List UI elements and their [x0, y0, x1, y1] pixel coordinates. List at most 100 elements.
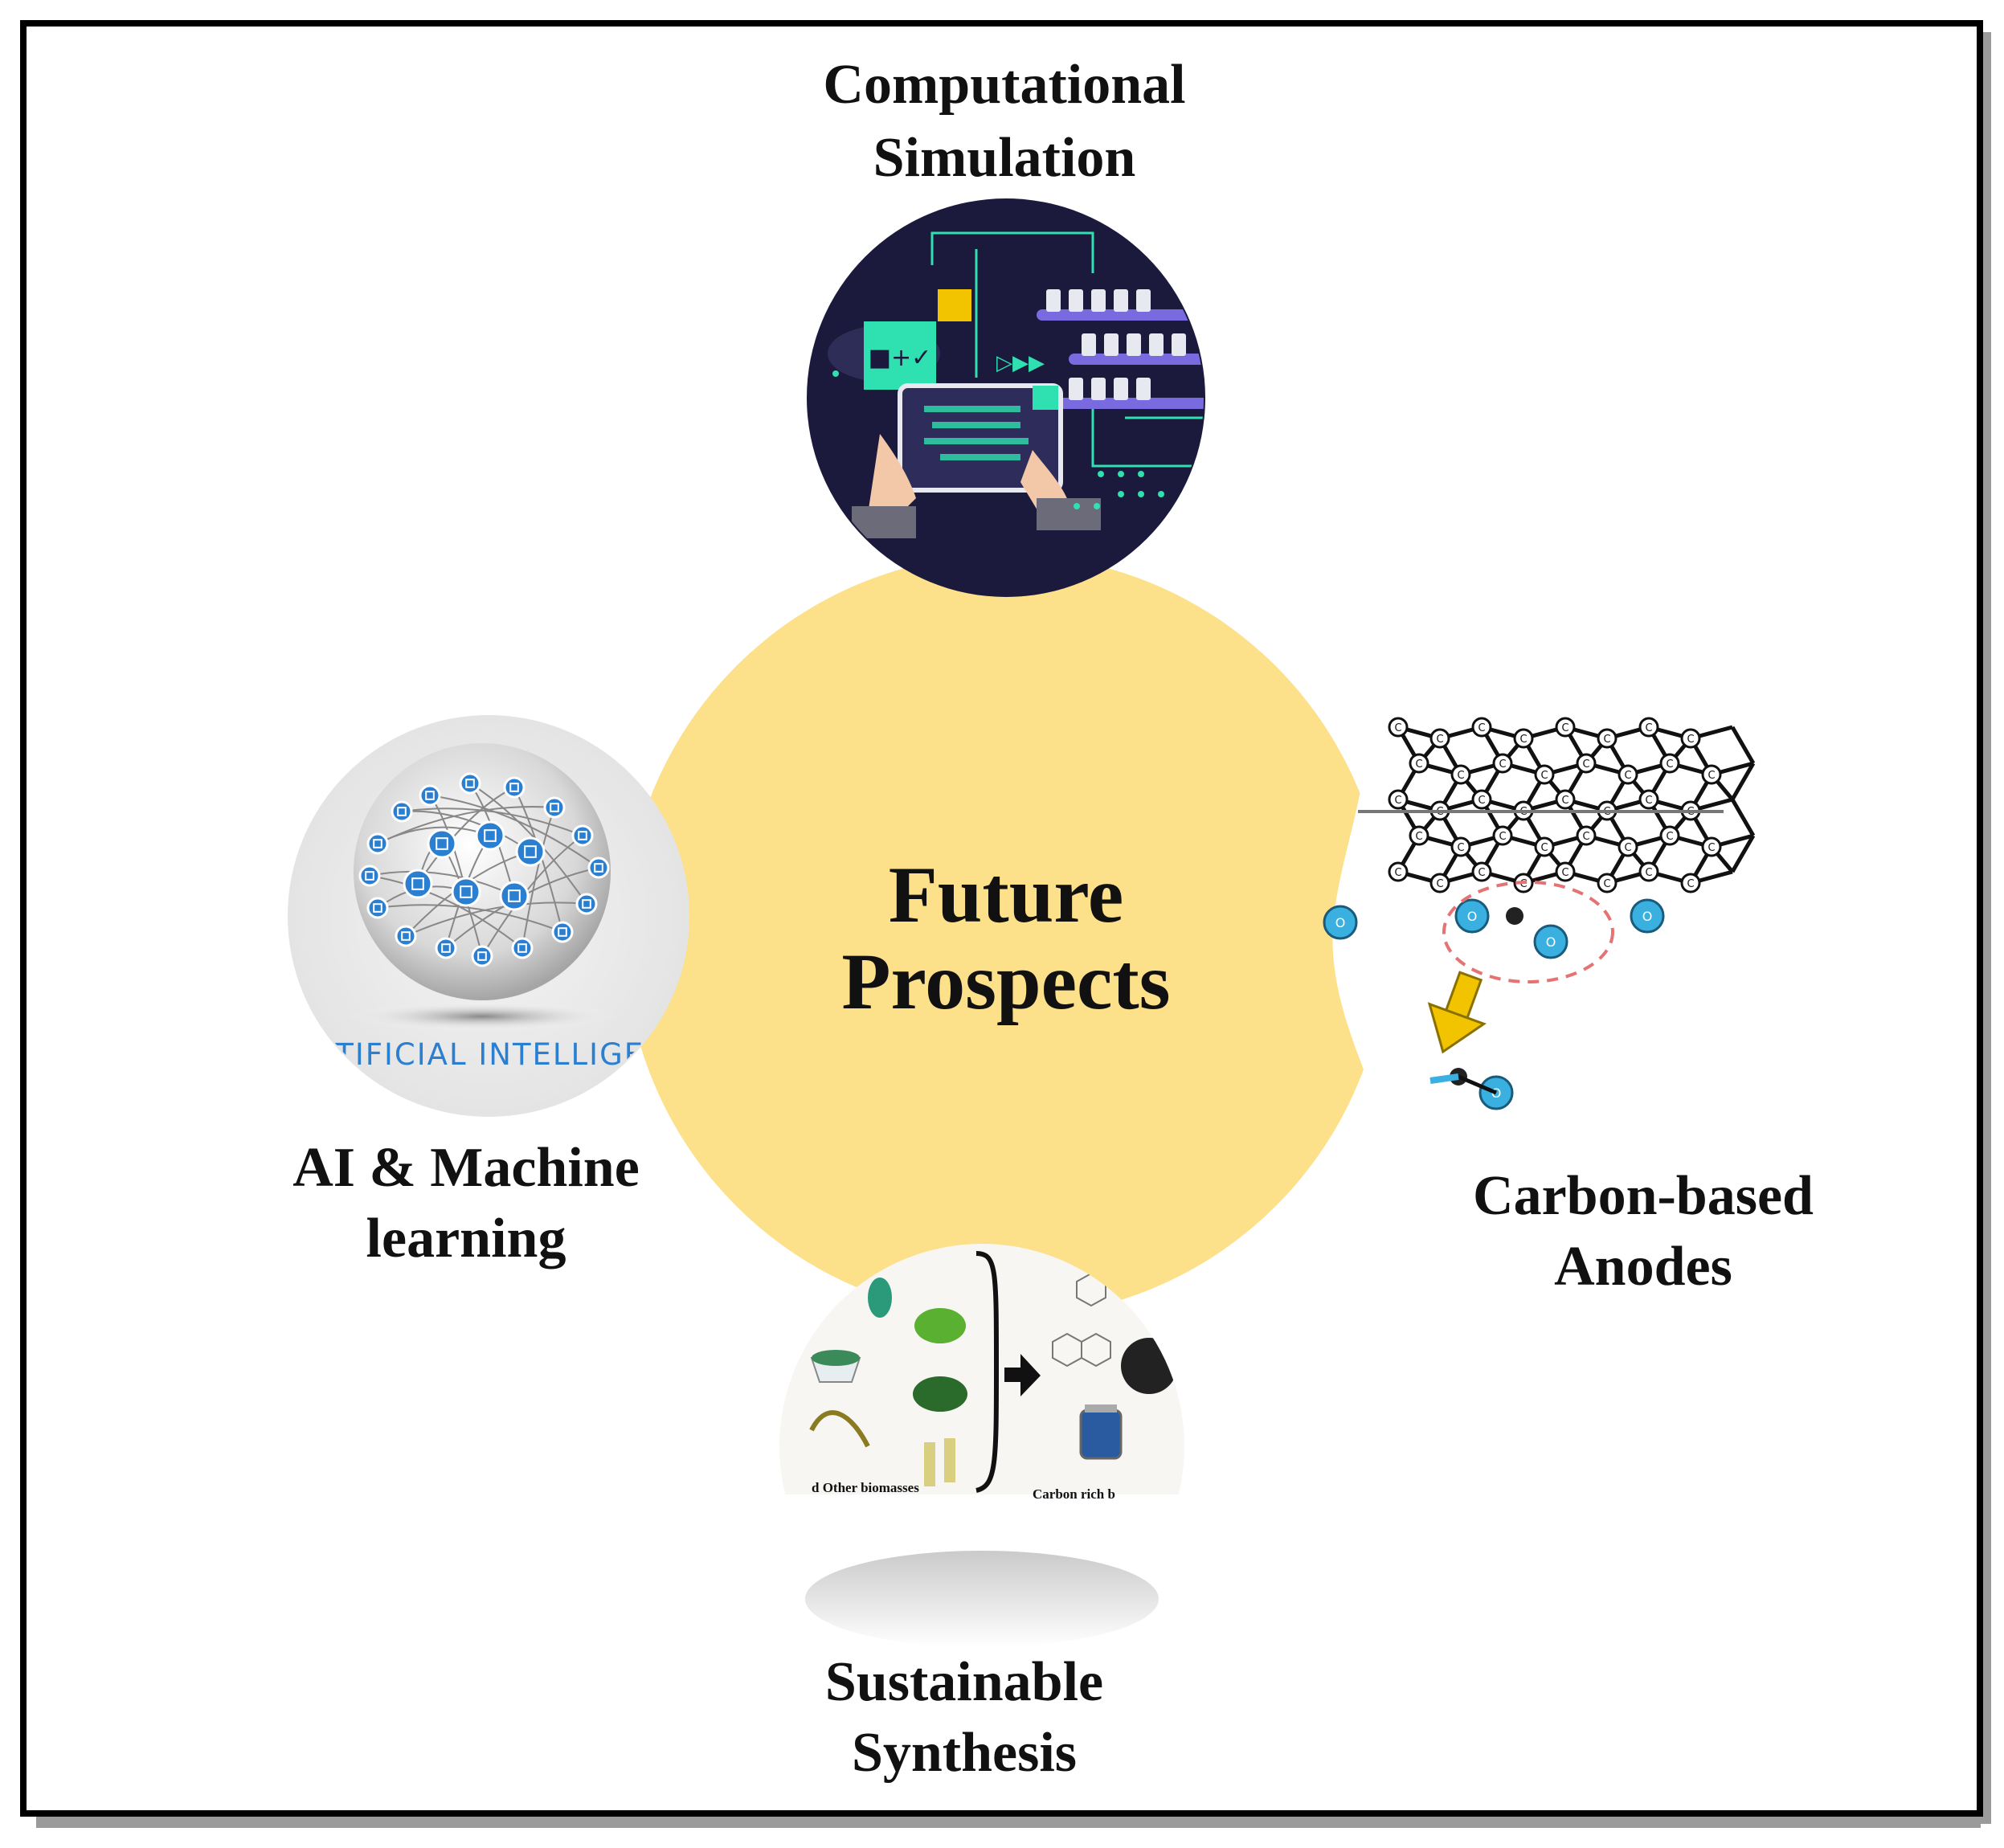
- ai-node-icon: [511, 937, 534, 959]
- carbon-atom: [1492, 753, 1513, 774]
- svg-text:O: O: [1546, 934, 1556, 950]
- carbon-atom: [1638, 789, 1659, 810]
- carbon-atom: [1555, 861, 1576, 882]
- ai-node-icon: [427, 828, 457, 859]
- svg-text:C: C: [1415, 758, 1422, 771]
- label-right-line2: Anodes: [1554, 1235, 1732, 1298]
- svg-text:C: C: [1457, 842, 1464, 854]
- carbon-atom: [1450, 764, 1471, 785]
- svg-text:C: C: [1394, 867, 1401, 879]
- svg-text:C: C: [1499, 758, 1506, 771]
- diagram-frame: [20, 20, 1983, 1817]
- carbon-atom: [1555, 717, 1576, 738]
- svg-text:▷▶▶: ▷▶▶: [996, 351, 1045, 375]
- svg-text:C: C: [1561, 867, 1568, 879]
- svg-text:O: O: [1642, 909, 1653, 924]
- svg-text:C: C: [1457, 770, 1464, 782]
- carbon-atom: [1576, 825, 1597, 846]
- carbon-atom: [1638, 717, 1659, 738]
- oxygen-atom: [1323, 905, 1358, 940]
- svg-text:C: C: [1561, 722, 1568, 734]
- label-left-line2: learning: [366, 1207, 566, 1269]
- svg-text:C: C: [1394, 795, 1401, 807]
- label-sustainable-synthesis: Sustainable Synthesis: [707, 1647, 1221, 1788]
- ai-node-icon: [551, 921, 574, 943]
- carbon-atom: [1534, 764, 1555, 785]
- svg-text:C: C: [1645, 722, 1652, 734]
- svg-text:C: C: [1519, 878, 1527, 890]
- label-computational-simulation: Computational Simulation: [747, 48, 1262, 194]
- label-right-line1: Carbon-based: [1473, 1165, 1814, 1227]
- ai-node-icon: [515, 836, 546, 867]
- ai-node-icon: [587, 857, 610, 879]
- carbon-atom: [1409, 753, 1429, 774]
- svg-text:C: C: [1666, 831, 1673, 843]
- carbon-atom: [1659, 753, 1680, 774]
- carbon-atom: [1513, 728, 1534, 749]
- svg-text:C: C: [1645, 795, 1652, 807]
- computational-simulation-image: ■+✓ ▷▶▶: [807, 198, 1205, 597]
- carbon-atom: [1409, 825, 1429, 846]
- carbon-atom: [1576, 753, 1597, 774]
- carbon-atom: [1388, 861, 1409, 882]
- carbon-atom: [1701, 836, 1722, 857]
- svg-text:■+✓: ■+✓: [869, 344, 932, 372]
- carbon-atom: [1680, 728, 1701, 749]
- ai-node-icon: [366, 832, 389, 855]
- svg-text:C: C: [1624, 770, 1631, 782]
- carbon-atom: [1429, 873, 1450, 893]
- carbon-atom: [1450, 836, 1471, 857]
- ai-banner-text: RTIFICIAL INTELLIGEN: [315, 1037, 669, 1072]
- carbon-atom: [1388, 789, 1409, 810]
- oxygen-atom: [1533, 924, 1568, 959]
- ai-node-icon: [499, 881, 530, 911]
- ai-node-icon: [471, 945, 493, 967]
- label-top-line2: Simulation: [873, 127, 1136, 189]
- svg-text:C: C: [1603, 734, 1610, 746]
- carbon-atom: [1388, 717, 1409, 738]
- svg-text:C: C: [1561, 795, 1568, 807]
- ai-node-icon: [459, 772, 481, 795]
- carbon-atom: [1534, 836, 1555, 857]
- svg-text:C: C: [1478, 867, 1485, 879]
- carbon-atom: [1471, 717, 1492, 738]
- svg-text:O: O: [1467, 909, 1478, 924]
- svg-text:C: C: [1519, 734, 1527, 746]
- svg-text:O: O: [1491, 1085, 1502, 1101]
- svg-text:C: C: [1666, 758, 1673, 771]
- ai-node-icon: [366, 897, 389, 919]
- carbon-atom: [1429, 728, 1450, 749]
- ai-node-icon: [575, 893, 598, 915]
- carbon-anode-image: CCCCCCCCCCCCCCCCCCCCCCCCCCCCCCCCCCCCCCCC…: [1323, 717, 1756, 1125]
- carbon-rich-caption: Carbon rich b: [1033, 1486, 1115, 1502]
- oxygen-atom: [1454, 898, 1490, 934]
- svg-text:C: C: [1415, 831, 1422, 843]
- ai-node-icon: [358, 865, 381, 887]
- svg-text:O: O: [1335, 915, 1346, 930]
- svg-text:C: C: [1478, 795, 1485, 807]
- svg-text:C: C: [1707, 770, 1715, 782]
- label-bottom-line1: Sustainable: [824, 1651, 1104, 1713]
- label-carbon-based-anodes: Carbon-based Anodes: [1382, 1161, 1904, 1302]
- carbon-atom: [1659, 825, 1680, 846]
- ai-node-icon: [391, 800, 413, 823]
- sustainable-synthesis-image: d Other biomasses Carbon rich b: [779, 1244, 1184, 1647]
- svg-text:C: C: [1499, 831, 1506, 843]
- svg-text:C: C: [1687, 734, 1694, 746]
- carbon-atom: [1618, 764, 1638, 785]
- center-title-line1: Future: [888, 850, 1124, 939]
- carbon-atom: [1618, 836, 1638, 857]
- svg-text:C: C: [1478, 722, 1485, 734]
- svg-text:C: C: [1624, 842, 1631, 854]
- svg-text:C: C: [1707, 842, 1715, 854]
- svg-text:C: C: [1582, 831, 1589, 843]
- carbon-atom: [1471, 789, 1492, 810]
- svg-text:C: C: [1687, 878, 1694, 890]
- biomass-caption: d Other biomasses: [812, 1480, 919, 1495]
- svg-text:C: C: [1436, 878, 1443, 890]
- ai-node-icon: [395, 925, 417, 947]
- carbon-atom: [1638, 861, 1659, 882]
- ai-node-icon: [419, 784, 441, 807]
- label-top-line1: Computational: [823, 54, 1186, 116]
- ai-machine-learning-image: RTIFICIAL INTELLIGEN: [288, 715, 689, 1117]
